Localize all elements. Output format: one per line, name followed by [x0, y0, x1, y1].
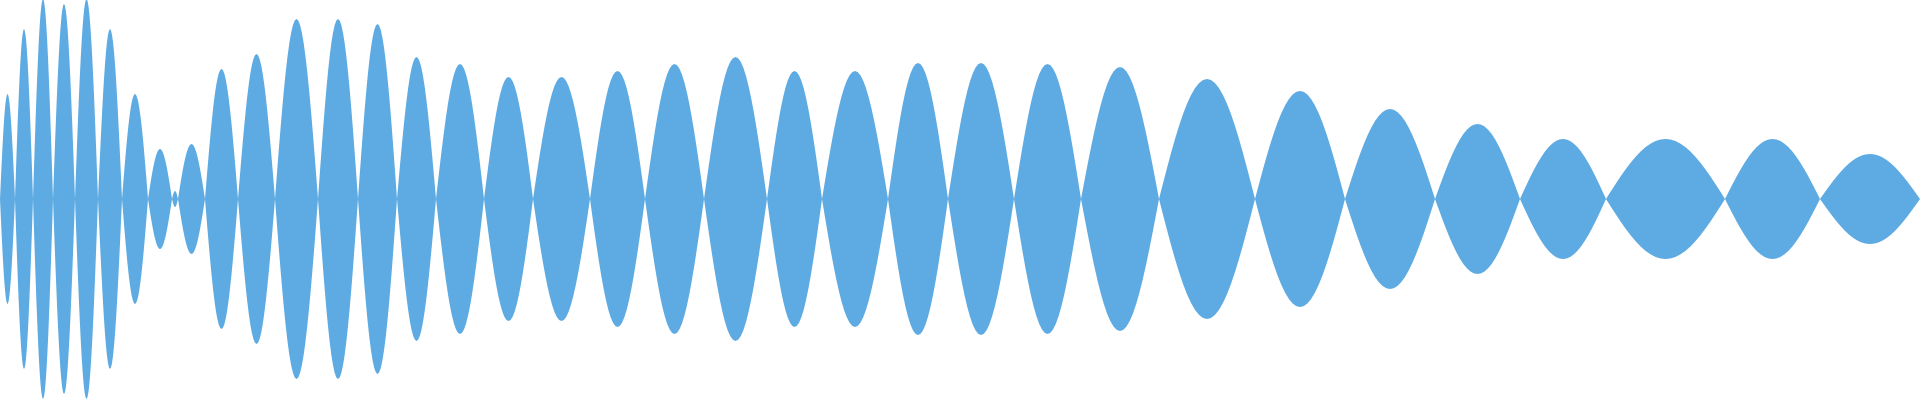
waveform-graphic — [0, 0, 1920, 399]
waveform-shape — [0, 0, 1920, 399]
waveform-panel — [0, 0, 1920, 399]
